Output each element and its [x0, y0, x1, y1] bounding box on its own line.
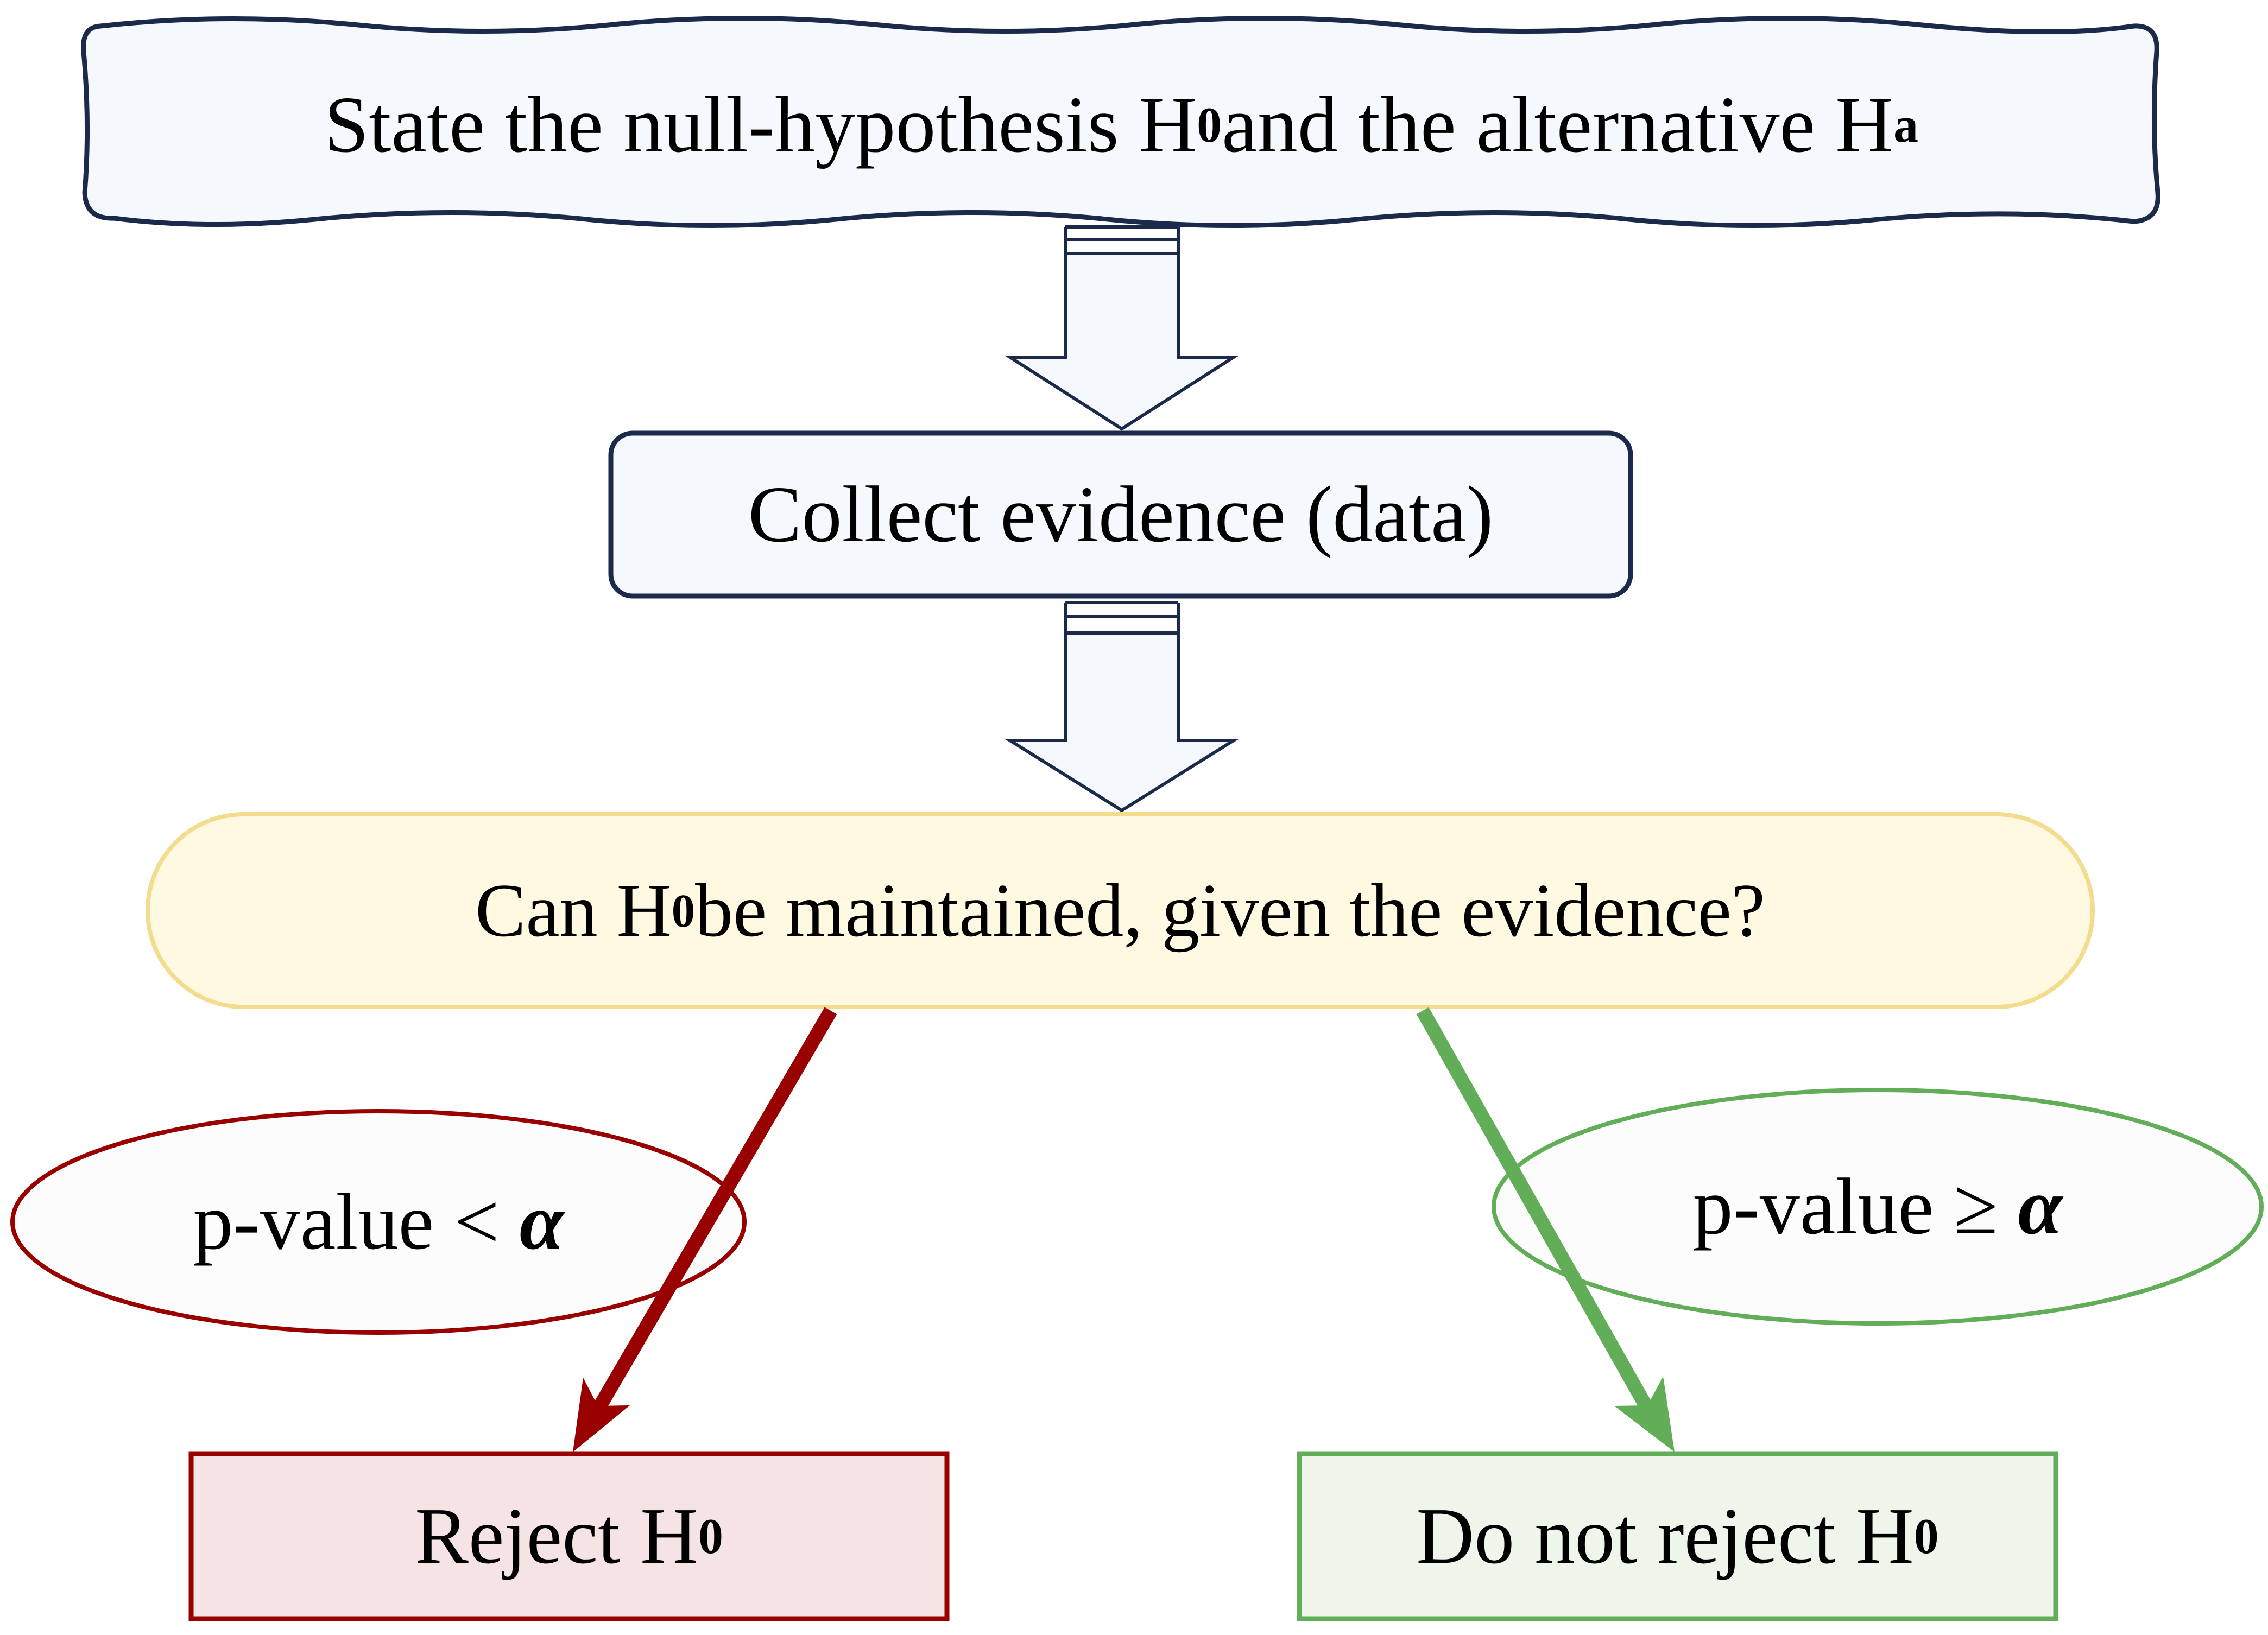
- reject-condition-label: p-value < α: [12, 1111, 744, 1333]
- question-post-text: be maintained, given the evidence?: [695, 868, 1765, 953]
- alpha-symbol: α: [519, 1177, 564, 1266]
- reject-outcome-text: Reject H: [415, 1492, 699, 1581]
- reject-condition-ellipse: [10, 1109, 747, 1335]
- keep-outcome-text: Do not reject H: [1416, 1492, 1914, 1581]
- flow-arrow-1: [1004, 225, 1240, 431]
- state-hypotheses-box: [81, 16, 2160, 228]
- reject-condition-text: p-value <: [193, 1177, 520, 1266]
- reject-outcome-box: [188, 1451, 950, 1621]
- question-pre-text: Can H: [475, 868, 672, 953]
- keep-condition-text: p-value ≥: [1692, 1162, 2018, 1251]
- state-mid-text: and the alternative H: [1222, 80, 1894, 169]
- alpha-symbol: α: [2018, 1162, 2063, 1251]
- keep-outcome-box: [1297, 1451, 2058, 1621]
- keep-condition-label: p-value ≥ α: [1494, 1090, 2261, 1323]
- collect-evidence-label: Collect evidence (data): [748, 470, 1494, 559]
- flow-arrow-2: [1004, 601, 1240, 813]
- keep-arrow: [1416, 1007, 1675, 1452]
- decision-question-box: [146, 812, 2095, 1009]
- reject-arrow: [573, 1007, 837, 1452]
- keep-condition-ellipse: [1492, 1088, 2264, 1326]
- collect-evidence-box: [608, 430, 1633, 599]
- state-pre-text: State the null-hypothesis H: [324, 80, 1197, 169]
